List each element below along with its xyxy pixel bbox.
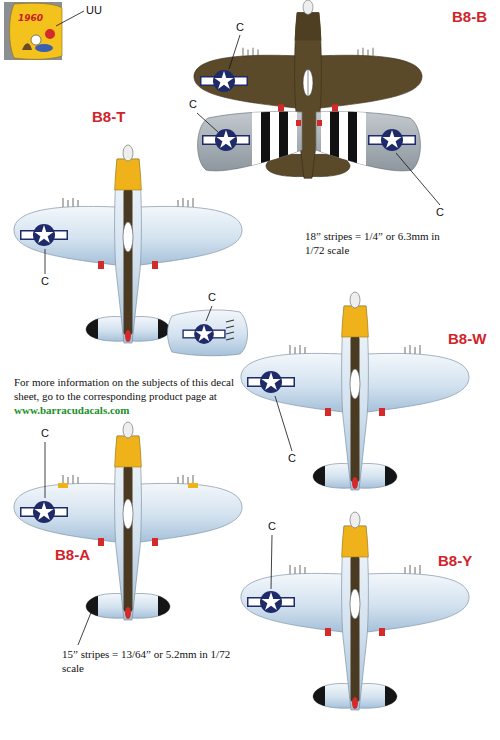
aircraft-code: B8-W (448, 330, 486, 347)
aircraft-code: B8-T (92, 108, 125, 125)
callout-letter: C (268, 520, 276, 532)
aircraft-code: B8-Y (438, 552, 472, 569)
stripe-dimension: 18” stripes = 1/4” or 6.3mm in 1/72 scal… (305, 230, 455, 258)
stripe-dimension: 15” stripes = 13/64” or 5.2mm in 1/72 sc… (62, 648, 237, 676)
callout-letter: C (436, 206, 444, 218)
callout-letter: C (41, 427, 49, 439)
callout-letter: C (189, 98, 197, 110)
web-link: www.barracudacals.com (14, 404, 130, 416)
aircraft-code: B8-B (452, 8, 487, 25)
nose-art-text: 1960 (18, 13, 43, 23)
callout-letter: C (288, 452, 296, 464)
aircraft-code: B8-A (55, 546, 90, 563)
callout-letter: C (208, 291, 216, 303)
callout-letter: C (236, 21, 244, 33)
info-note: For more information on the subjects of … (14, 376, 236, 417)
callout-letter: C (41, 275, 49, 287)
callout-letter: UU (86, 4, 102, 16)
